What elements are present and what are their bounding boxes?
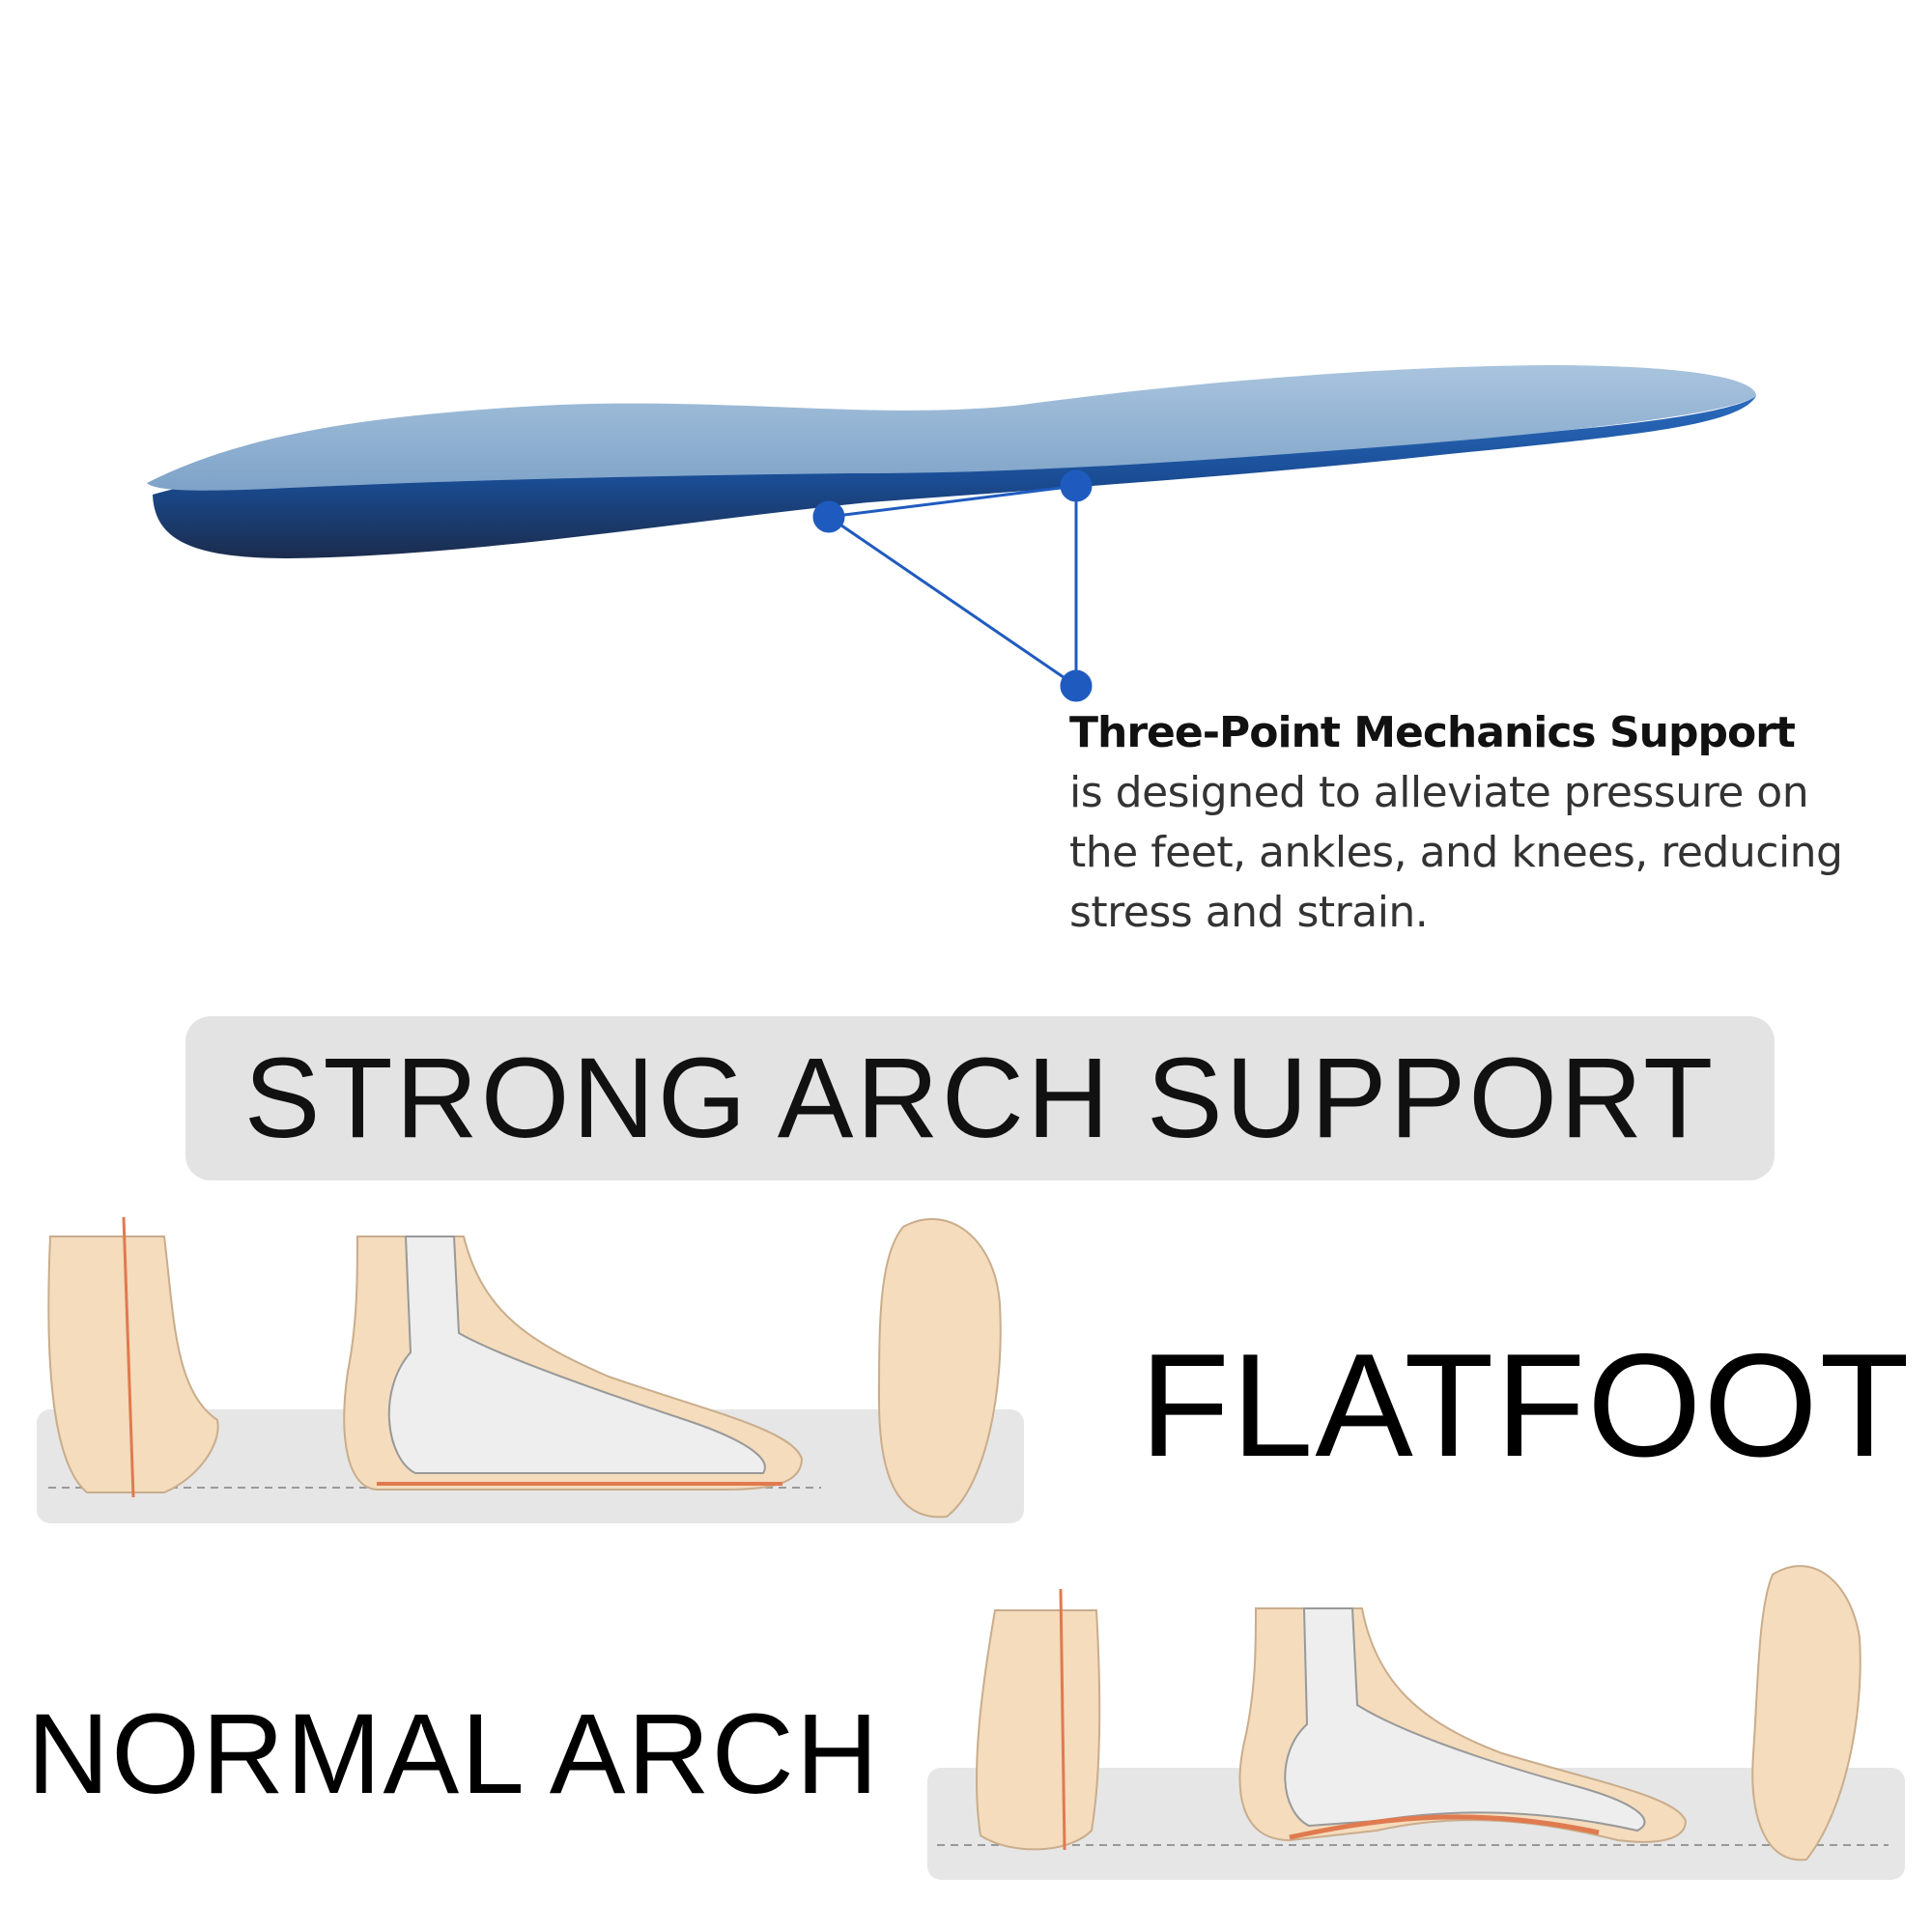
three-point-diagram	[812, 469, 1093, 702]
three-point-callout: Three-Point Mechanics Support is designe…	[1069, 703, 1919, 943]
insole-base	[153, 396, 1756, 558]
callout-line: stress and strain.	[1069, 888, 1429, 937]
insole-product-image	[147, 365, 1756, 702]
insole-top-surface	[147, 365, 1756, 491]
callout-title: Three-Point Mechanics Support	[1069, 708, 1796, 757]
callout-line: is designed to alleviate pressure on	[1069, 768, 1809, 817]
flatfoot-illustration	[37, 1216, 1024, 1523]
support-point-icon	[1060, 669, 1093, 702]
support-point-icon	[1060, 469, 1093, 502]
rear-foot-view	[976, 1609, 1101, 1851]
footprint-sole	[1751, 1565, 1861, 1861]
footprint-sole	[877, 1217, 1002, 1519]
arch-support-banner: STRONG ARCH SUPPORT	[185, 1016, 1775, 1180]
flatfoot-label: FLATFOOT	[1140, 1323, 1912, 1488]
rear-foot-view	[47, 1236, 219, 1493]
callout-line: the feet, ankles, and knees, reducing	[1069, 828, 1843, 877]
support-point-icon	[812, 500, 845, 533]
banner-label: STRONG ARCH SUPPORT	[243, 1035, 1717, 1162]
normal-arch-illustration	[927, 1565, 1905, 1880]
normal-arch-label: NORMAL ARCH	[27, 1690, 881, 1818]
